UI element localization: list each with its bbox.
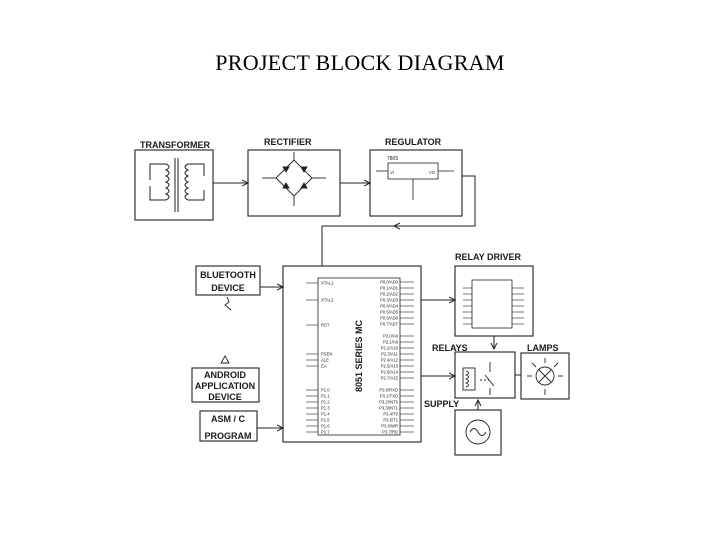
mcu-pin-label: P1.2 (321, 400, 330, 405)
mcu-pin-label: P2.3/A11 (381, 352, 399, 357)
mcu-pin-label: P0.3/AD3 (380, 298, 399, 303)
mcu-pin-label: P3.2/INT0 (379, 400, 399, 405)
mcu-pin-label: P0.6/AD6 (380, 316, 399, 321)
mcu-pin-label: P0.5/AD5 (380, 310, 399, 315)
mcu-pin-label: P2.5/A13 (381, 364, 399, 369)
mcu-pin-label: P3.3/INT1 (379, 406, 399, 411)
mcu-pin-label: P2.4/A12 (381, 358, 399, 363)
android-label-line1: ANDROID (204, 370, 246, 380)
rectifier-block: RECTIFIER (247, 137, 341, 217)
bluetooth-block: BLUETOOTH DEVICE (195, 265, 283, 311)
relay-driver-label: RELAY DRIVER (455, 252, 522, 262)
mcu-pin-label: P0.0/AD0 (380, 280, 399, 285)
mcu-pin-label: P3.6/WR (381, 424, 398, 429)
driver-pins (463, 287, 524, 325)
asm-program-block: ASM / C PROGRAM (199, 410, 283, 442)
mcu-pin-label: P2.7/A15 (381, 376, 399, 381)
relay-driver-block: RELAY DRIVER (421, 252, 534, 349)
regulator-part-label: 7805 (387, 156, 398, 162)
mcu-pin-label: P1.0 (321, 388, 330, 393)
ac-source-icon (465, 419, 491, 445)
lamps-label: LAMPS (527, 343, 559, 353)
mcu-pin-label: PSEN (321, 352, 332, 357)
transformer-label: TRANSFORMER (140, 140, 210, 150)
rectifier-label: RECTIFIER (264, 137, 312, 147)
mcu-pin-label: P1.7 (321, 430, 330, 435)
mcu-pin-label: P2.6/A14 (381, 370, 399, 375)
mcu-pin-label: P1.6 (321, 424, 330, 429)
mcu-pin-label: XTAL2 (321, 298, 334, 303)
antenna-icon (220, 355, 230, 364)
mcu-pin-label: P1.3 (321, 406, 330, 411)
bridge-rectifier-icon (262, 152, 326, 206)
wireless-signal-icon (224, 296, 232, 311)
mcu-pin-label: P1.4 (321, 412, 330, 417)
mcu-pin-label: P2.2/A10 (381, 346, 399, 351)
relay-icon (462, 362, 495, 395)
mcu-pin-label: P0.1/AD1 (380, 286, 399, 291)
mcu-pin-label: P3.7/RD (382, 430, 398, 435)
relays-block: RELAYS (421, 343, 521, 399)
mcu-pin-label: P0.7/AD7 (380, 322, 399, 327)
reg-pin-vo: VO (429, 170, 436, 175)
mcu-label: 8051 SERIES MC (354, 319, 364, 392)
mcu-pin-label: P3.1/TXD (380, 394, 398, 399)
mcu-pin-label: RST (321, 323, 330, 328)
power-chain-connections (213, 175, 476, 266)
mcu-pin-label: P3.0/RXD (379, 388, 398, 393)
relays-label: RELAYS (432, 343, 468, 353)
mcu-pin-label: P1.5 (321, 418, 330, 423)
mcu-pin-label: P2.1/A9 (383, 340, 399, 345)
bluetooth-label-line2: DEVICE (211, 283, 245, 293)
mcu-pin-label: P0.2/AD2 (380, 292, 399, 297)
transformer-icon (149, 158, 205, 212)
reg-pin-vi: VI (390, 170, 394, 175)
asm-label-line1: ASM / C (211, 414, 246, 424)
mcu-left-pins: XTAL1XTAL2RSTPSENALEEAP1.0P1.1P1.2P1.3P1… (306, 281, 334, 435)
android-app-block: ANDROID APPLICATION DEVICE (191, 355, 260, 403)
page-title: PROJECT BLOCK DIAGRAM (215, 50, 505, 75)
mcu-pin-label: P3.4/T0 (383, 412, 398, 417)
mcu-pin-label: P1.1 (321, 394, 330, 399)
android-label-line3: DEVICE (208, 392, 242, 402)
transformer-block: TRANSFORMER (134, 140, 214, 221)
mcu-pin-label: ALE (321, 358, 329, 363)
mcu-pin-label: P3.5/T1 (383, 418, 398, 423)
lamp-icon (527, 358, 563, 395)
mcu-pin-label: XTAL1 (321, 281, 334, 286)
regulator-block: REGULATOR 7805 VI VO (369, 137, 463, 217)
mcu-pin-label: EA (321, 364, 327, 369)
bluetooth-label-line1: BLUETOOTH (200, 270, 256, 280)
lamps-block: LAMPS (520, 343, 570, 400)
supply-block: SUPPLY (424, 399, 502, 456)
android-label-line2: APPLICATION (195, 381, 255, 391)
mcu-pin-label: P0.4/AD4 (380, 304, 399, 309)
asm-label-line2: PROGRAM (205, 431, 252, 441)
mcu-right-pins: P0.0/AD0P0.1/AD1P0.2/AD2P0.3/AD3P0.4/AD4… (379, 280, 414, 435)
regulator-label: REGULATOR (385, 137, 442, 147)
supply-label: SUPPLY (424, 399, 459, 409)
mcu-pin-label: P2.0/A8 (383, 334, 399, 339)
